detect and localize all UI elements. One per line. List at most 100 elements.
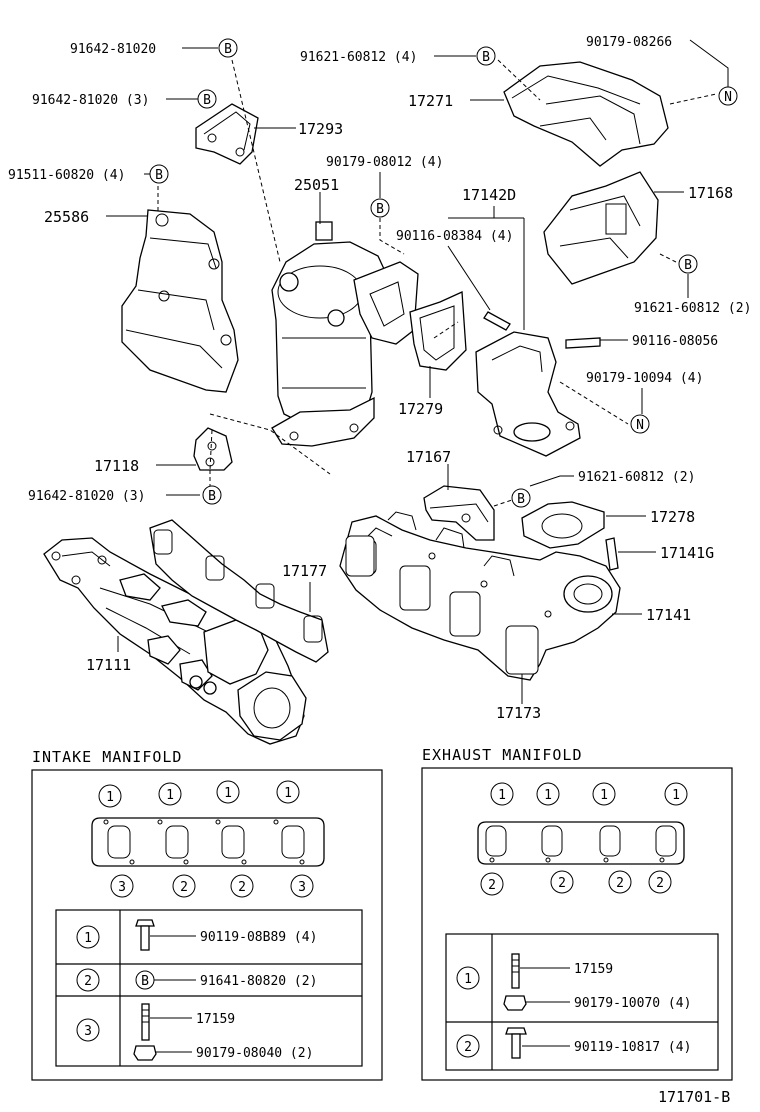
intake-top-mark: 1 [106,790,114,805]
callout-25586: 25586 [44,208,89,226]
stud-90116-08384 [483,311,511,331]
marker-b-text: B [482,50,490,65]
gasket-17278 [521,501,605,549]
gasket-17177 [149,519,329,663]
marker-b-text: B [684,258,692,273]
callout-91511-60820: 91511-60820 (4) [8,168,125,183]
marker-b-text: B [224,42,232,57]
nut-icon [133,1045,157,1061]
exhaust-top-mark: 1 [498,788,506,803]
callout-17173: 17173 [496,704,541,722]
intake-bottom-mark: 2 [238,880,246,895]
insulator-25586 [121,209,239,393]
exhaust-bottom-mark: 2 [616,876,624,891]
insulator-17293 [195,103,259,165]
intake-bottom-mark: 3 [298,880,306,895]
intake-top-mark: 1 [166,788,174,803]
exhaust-bottom-mark: 2 [488,878,496,893]
intake-bottom-mark: 2 [180,880,188,895]
callout-17141: 17141 [646,606,691,624]
exhaust-bottom-mark: 2 [656,876,664,891]
marker-n-text: N [724,90,732,105]
exhaust-title: EXHAUST MANIFOLD [422,746,583,764]
converter-25051 [271,221,419,447]
callout-17118: 17118 [94,457,139,475]
callout-17177: 17177 [282,562,327,580]
callout-90116-08056: 90116-08056 [632,334,718,349]
intake-row-part: 17159 [196,1012,235,1027]
marker-b: B [678,254,698,274]
callout-17278: 17278 [650,508,695,526]
callout-91642-81020-3b: 91642-81020 (3) [28,489,145,504]
callout-90179-10094: 90179-10094 (4) [586,371,703,386]
figure-code: 171701-B [658,1088,730,1106]
callout-90116-08384: 90116-08384 (4) [396,229,513,244]
callout-25051: 25051 [294,176,339,194]
callout-17167: 17167 [406,448,451,466]
exhaust-row-part: 90179-10070 (4) [574,996,691,1011]
marker-b: B [202,485,222,505]
marker-b: B [197,89,217,109]
stud-icon [511,953,520,989]
stud-90116-08056 [565,337,601,349]
exhaust-row-part: 90119-10817 (4) [574,1040,691,1055]
bolt-icon [505,1027,527,1059]
marker-n: N [718,86,738,106]
marker-b-text: B [517,492,525,507]
marker-b-text: B [208,489,216,504]
nut-icon [503,995,527,1011]
marker-b-text: B [203,93,211,108]
marker-b: B [476,46,496,66]
intake-row-part: 91641-80820 (2) [200,974,317,989]
callout-17271: 17271 [408,92,453,110]
insulator-17167 [423,485,495,541]
gasket-17173 [345,535,539,675]
dashed-lines [157,59,717,507]
exhaust-row-key: 2 [464,1040,472,1055]
intake-bottom-mark: 3 [118,880,126,895]
intake-top-mark: 1 [284,786,292,801]
marker-b: B [149,164,169,184]
exhaust-row-part: 17159 [574,962,613,977]
exhaust-top-mark: 1 [600,788,608,803]
callout-90179-08266: 90179-08266 [586,35,672,50]
marker-n: N [630,414,650,434]
intake-row-part: 90179-08040 (2) [196,1046,313,1061]
exhaust-gasket [477,821,685,865]
gasket-17279 [409,291,467,371]
marker-b: B [218,38,238,58]
callout-17279: 17279 [398,400,443,418]
intake-row-part: 90119-08B89 (4) [200,930,317,945]
exhaust-bottom-mark: 2 [558,876,566,891]
insulator-17168 [543,171,659,285]
callout-labels: 91642-81020 91642-81020 (3) 17293 91511-… [8,35,751,722]
intake-top-mark: 1 [224,786,232,801]
intake-title: INTAKE MANIFOLD [32,748,182,766]
callout-17111: 17111 [86,656,131,674]
intake-gasket [91,817,325,867]
exhaust-top-mark: 1 [672,788,680,803]
callout-17142D: 17142D [462,186,516,204]
callout-91621-60812-4: 91621-60812 (4) [300,50,417,65]
intake-row-key: 1 [84,931,92,946]
callout-91621-60812-2: 91621-60812 (2) [634,301,751,316]
marker-b-text: B [376,202,384,217]
callout-91642-81020: 91642-81020 [70,42,156,57]
exhaust-section: EXHAUST MANIFOLD 1 1 1 1 2 2 2 2 1 1 [421,746,733,1081]
callout-91621-60812-2b: 91621-60812 (2) [578,470,695,485]
pipe-17142D [475,331,581,457]
intake-row-key: 2 [84,974,92,989]
callout-17293: 17293 [298,120,343,138]
stud-17141G [605,537,619,571]
exhaust-top-mark: 1 [544,788,552,803]
intake-manifold-17111 [43,537,307,745]
bolt-icon [135,919,155,951]
marker-b-text: B [155,168,163,183]
bracket-17118 [193,427,233,471]
marker-b: B [370,198,390,218]
callout-91642-81020-3: 91642-81020 (3) [32,93,149,108]
callout-17168: 17168 [688,184,733,202]
stud-icon [141,1003,150,1041]
exhaust-row-key: 1 [464,972,472,987]
